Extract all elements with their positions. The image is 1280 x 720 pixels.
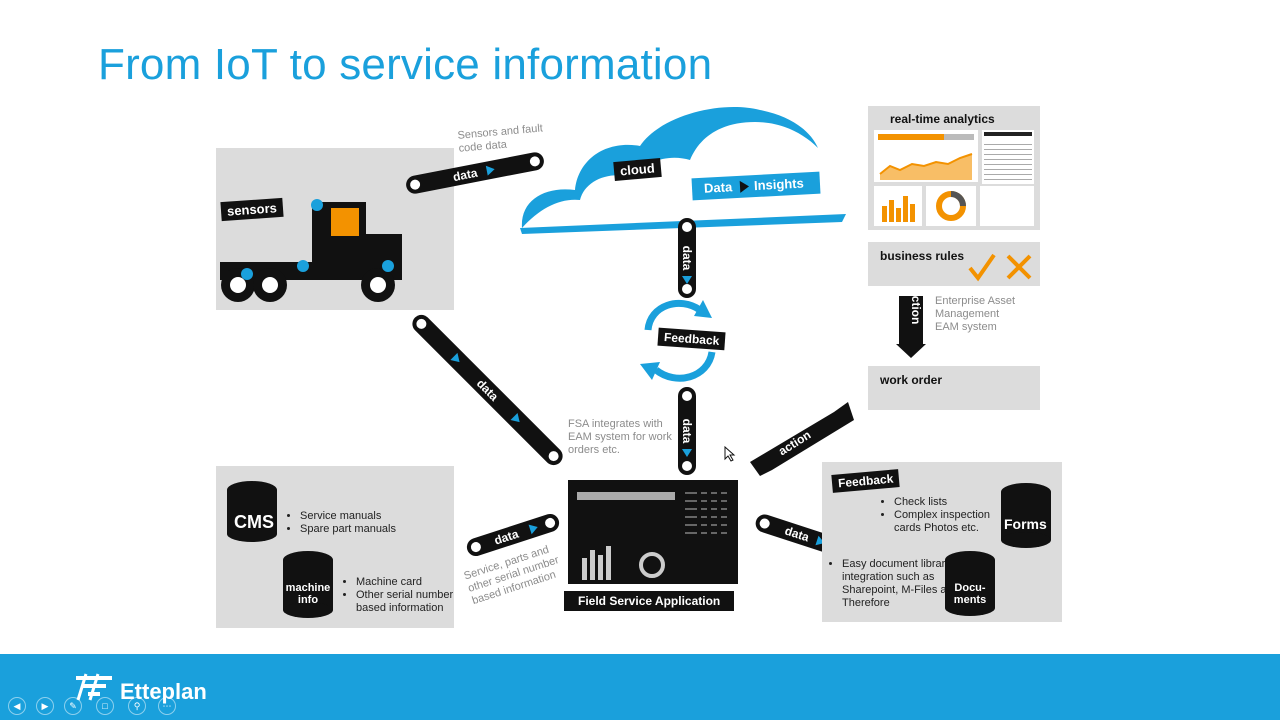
dashboard-donut [926,186,976,226]
arrow-icon [485,164,496,176]
tablet-icon [568,480,738,584]
business-rules-panel: business rules [868,242,1040,286]
cloud-tag: cloud [613,158,662,181]
next-slide-button[interactable]: ▶ [36,697,54,715]
list-item: Check lists [894,496,1006,509]
cloud-icon [520,107,846,234]
arrow-right-icon [739,180,750,193]
cursor-icon [724,446,736,462]
cms-database-icon [227,481,277,542]
dashboard-chart [874,130,978,182]
machine-info-database-icon [283,551,333,618]
data-connector-feedback-fsa: data [678,387,696,475]
action-down-label: action [909,289,923,325]
check-icon [968,253,996,282]
screw-icon [682,284,692,294]
pen-tool-button[interactable]: ✎ [64,697,82,715]
documents-label: Docu- ments [953,582,987,606]
dashboard-table [982,130,1034,184]
data-label: Data [703,179,733,196]
realtime-analytics-label: real-time analytics [890,112,995,126]
list-item: Easy document library integration such a… [842,558,960,610]
eam-note: Enterprise Asset Management EAM system [935,295,1016,333]
fsa-note: FSA integrates with EAM system for work … [568,418,672,456]
cross-icon [1006,254,1032,280]
machine-info-label: machine info [285,582,331,606]
content-panel: CMS Service manuals Spare part manuals m… [216,466,454,628]
list-item: Service manuals [300,510,396,523]
cms-label: CMS [234,512,274,532]
feedback-cycle-icon [644,299,716,382]
previous-slide-button[interactable]: ◀ [8,697,26,715]
screw-icon [682,461,692,471]
work-order-panel: work order [868,366,1040,410]
list-item: Other serial number based information [356,589,461,615]
list-item: Complex inspection cards Photos etc. [894,509,1006,535]
slides-view-button[interactable]: □ [96,697,114,715]
truck-icon [220,199,402,302]
machine-list: Machine card Other serial number based i… [342,576,461,615]
list-item: Machine card [356,576,461,589]
forms-database-icon [1001,483,1051,548]
list-item: Spare part manuals [300,523,396,536]
business-rules-label: business rules [880,249,965,263]
slide-title: From IoT to service information [98,40,713,89]
feedback-forms-tag: Feedback [831,469,901,493]
dashboard-bars [874,186,922,226]
cms-list: Service manuals Spare part manuals [286,510,396,536]
footer-bar: Etteplan [0,654,1280,720]
feedback-list: Check lists Complex inspection cards Pho… [880,496,1006,535]
etteplan-logo-icon [76,673,112,701]
docs-list: Easy document library integration such a… [828,558,960,610]
work-order-label: work order [880,373,943,387]
more-options-button[interactable]: ⋯ [158,697,176,715]
data-connector-cloud-feedback: data [678,218,696,298]
forms-panel: Feedback Check lists Complex inspection … [822,462,1062,622]
arrow-icon [682,276,692,284]
dashboard-blank [980,186,1034,226]
arrow-icon [682,449,692,457]
forms-label: Forms [1004,516,1047,532]
zoom-button[interactable]: ⚲ [128,697,146,715]
realtime-analytics-panel: real-time analytics [868,106,1040,230]
insights-label: Insights [753,175,805,194]
documents-database-icon [945,551,995,616]
action-arrow-diagonal-icon [750,402,854,476]
fsa-label: Field Service Application [564,591,735,611]
action-arrow-down-icon [896,296,926,358]
